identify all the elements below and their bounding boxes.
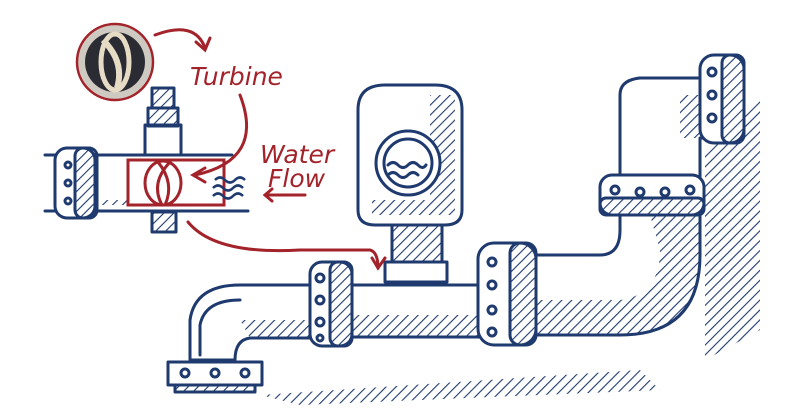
flange-top	[698, 53, 746, 145]
arrow-photo-to-label	[153, 28, 207, 50]
turbine-photo	[75, 22, 155, 102]
water-label: Water	[260, 140, 336, 169]
flange-left	[308, 260, 354, 348]
middle-pipe	[350, 283, 482, 339]
turbine-shaft	[143, 123, 183, 157]
flange-riser	[598, 173, 706, 217]
turbine-label: Turbine	[190, 62, 283, 91]
left-elbow	[166, 283, 322, 394]
ground-shadow	[260, 370, 660, 405]
meter	[356, 83, 464, 284]
turbine-cross-section	[43, 86, 250, 234]
water-waves-icon	[212, 176, 246, 200]
flow-label: Flow	[268, 164, 326, 193]
wall-shadow	[705, 100, 760, 360]
foot-flange	[166, 360, 264, 387]
arrow-label-to-turbine	[193, 93, 249, 177]
flange-middle	[476, 241, 538, 347]
arrow-turbine-to-meter	[186, 220, 380, 270]
